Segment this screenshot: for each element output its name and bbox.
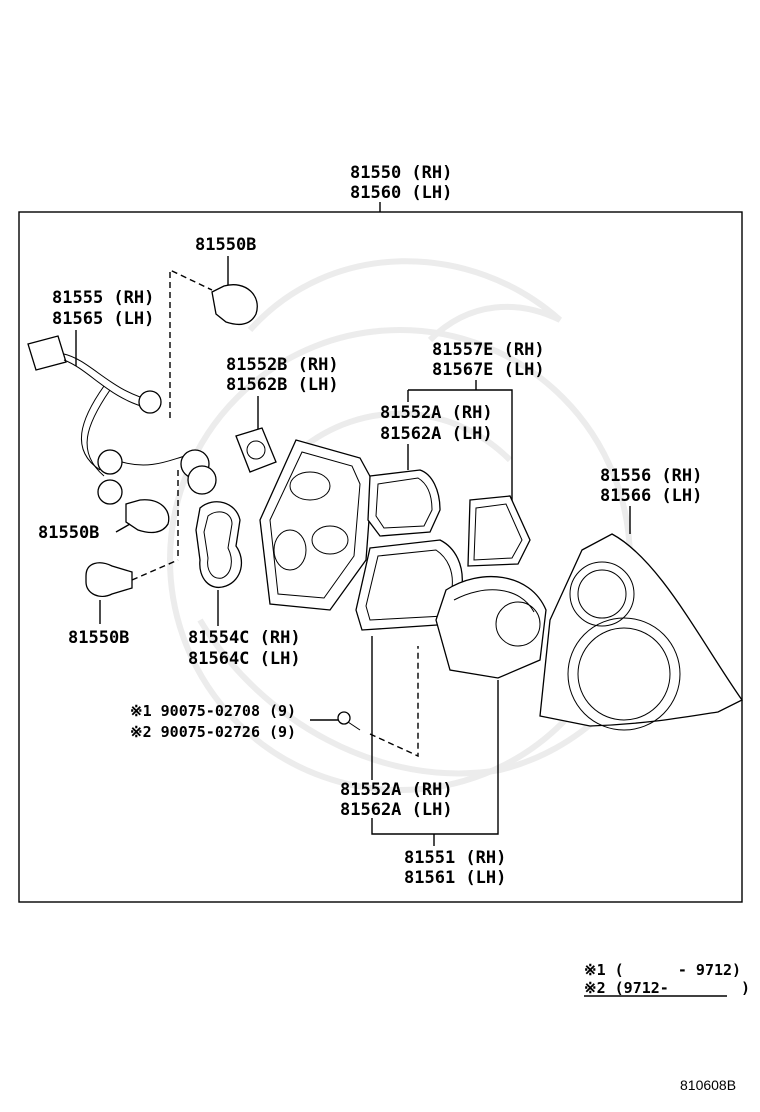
lens-cover-icon [539,533,743,731]
reflector-icon [435,575,547,679]
label-bulb-top: 81550B [195,235,256,255]
label-lens-sub-lh: 81561 (LH) [404,868,506,888]
label-lens-cover-lh: 81566 (LH) [600,486,702,506]
bulb-icon [211,284,258,326]
note-2: ※2 (9712- ) [584,979,750,997]
bulb-icon [125,499,170,534]
gasket-icon [235,427,277,473]
label-bulb-mid: 81550B [38,523,99,543]
gasket-icon [355,469,463,631]
lamp-housing-icon [259,439,373,611]
label-gasket-c-lh: 81564C (LH) [188,649,301,669]
label-socket-rh: 81555 (RH) [52,288,154,308]
screw-icon [337,711,361,731]
label-gasket-a-lower-rh: 81552A (RH) [340,780,453,800]
label-gasket-c-rh: 81554C (RH) [188,628,301,648]
label-lens-e-lh: 81567E (LH) [432,360,545,380]
label-gasket-a-upper-rh: 81552A (RH) [380,403,493,423]
bulb-icon [85,562,133,597]
label-lens-sub-rh: 81551 (RH) [404,848,506,868]
note-1: ※1 ( - 9712) [584,961,741,979]
label-assembly-rh: 81550 (RH) [350,163,452,183]
label-lens-cover-rh: 81556 (RH) [600,466,702,486]
label-screw-2: ※2 90075-02726 (9) [130,723,296,741]
label-lens-e-rh: 81557E (RH) [432,340,545,360]
wire-harness-icon [27,335,217,505]
label-gasket-b-rh: 81552B (RH) [226,355,339,375]
label-screw-1: ※1 90075-02708 (9) [130,702,296,720]
lens-icon [467,495,531,567]
gasket-icon [195,501,243,588]
label-bulb-low: 81550B [68,628,129,648]
label-gasket-a-lower-lh: 81562A (LH) [340,800,453,820]
diagram-code: 810608B [680,1077,736,1093]
label-assembly-lh: 81560 (LH) [350,183,452,203]
label-socket-lh: 81565 (LH) [52,309,154,329]
label-gasket-a-upper-lh: 81562A (LH) [380,424,493,444]
label-gasket-b-lh: 81562B (LH) [226,375,339,395]
